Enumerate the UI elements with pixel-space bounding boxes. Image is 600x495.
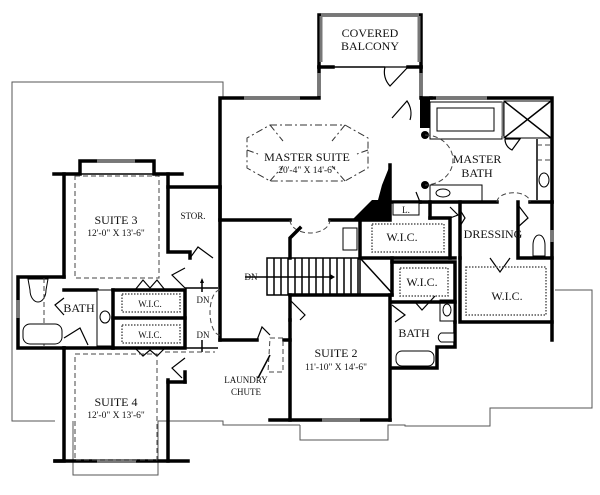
master-wic-label: W.I.C. — [386, 230, 417, 244]
suite3-label: SUITE 3 — [95, 213, 138, 227]
balcony-label-1: COVERED — [342, 26, 399, 40]
dressing-toilet — [532, 234, 546, 257]
master-suite: MASTER SUITE 20'-4" X 14'-6" — [218, 65, 433, 234]
master-suite-label: MASTER SUITE — [264, 150, 350, 164]
suite2-bathtub — [395, 350, 435, 367]
main-stairs[interactable]: DN — [245, 225, 394, 322]
linen-label: L. — [402, 205, 410, 215]
dressing-label: DRESSING — [464, 227, 523, 241]
suite4-dims: 12'-0" X 13'-6" — [87, 411, 145, 421]
storage-label: STOR. — [180, 211, 205, 221]
laundry-label-1: LAUNDRY — [224, 375, 268, 385]
master-closets: L. W.I.C. DRESSING — [358, 163, 554, 260]
wic-suite4-label: W.I.C. — [138, 330, 161, 340]
suite-wics: W.I.C. W.I.C. DN DN — [111, 278, 221, 357]
suite3-dims: 12'-0" X 13'-6" — [87, 229, 145, 239]
stairs-dn-label: DN — [245, 272, 258, 282]
suite2-toilet — [437, 332, 455, 343]
covered-balcony: COVERED BALCONY — [317, 13, 423, 87]
sink — [435, 188, 451, 198]
master-bath-label-1: MASTER — [453, 152, 502, 166]
bath-shared-label: BATH — [63, 301, 95, 315]
master-bath: MASTER BATH — [418, 96, 554, 204]
bath-suite2-label: BATH — [398, 326, 430, 340]
balcony-door[interactable] — [383, 66, 410, 87]
master-toilet — [538, 172, 550, 188]
wic-suite2-label: W.I.C. — [406, 275, 437, 289]
suite-2: SUITE 2 11'-10" X 14'-6" — [268, 293, 392, 422]
master-suite-dims: 20'-4" X 14'-6" — [278, 166, 336, 176]
step-dn-upper: DN — [197, 295, 210, 305]
shared-bath: BATH — [16, 275, 115, 350]
suite2-wic-bath: W.I.C. BATH — [390, 260, 457, 370]
fireplace — [352, 165, 390, 220]
master-bath-door[interactable] — [391, 100, 412, 121]
storage[interactable]: STOR. — [166, 185, 222, 342]
shared-toilet — [27, 278, 49, 303]
wic-right-label: W.I.C. — [491, 289, 522, 303]
balcony-label-2: BALCONY — [341, 39, 399, 53]
suite2-dims: 11'-10" X 14'-6" — [305, 363, 367, 373]
suite2-label: SUITE 2 — [315, 346, 358, 360]
roof-outline — [11, 81, 593, 476]
suite-4: SUITE 4 12'-0" X 13'-6" — [53, 346, 190, 463]
laundry-chute-area: LAUNDRY CHUTE — [218, 325, 292, 397]
wic-right: W.I.C. — [458, 256, 554, 342]
linen-closet[interactable] — [392, 202, 420, 216]
suite4-label: SUITE 4 — [95, 395, 138, 409]
laundry-label-2: CHUTE — [231, 387, 261, 397]
suite-3: SUITE 3 12'-0" X 13'-6" — [52, 159, 222, 279]
step-dn-lower: DN — [197, 330, 210, 340]
shared-bathtub — [22, 323, 63, 345]
master-bath-label-2: BATH — [461, 166, 493, 180]
laundry-chute[interactable] — [267, 337, 284, 373]
wic-suite3-label: W.I.C. — [138, 299, 161, 309]
